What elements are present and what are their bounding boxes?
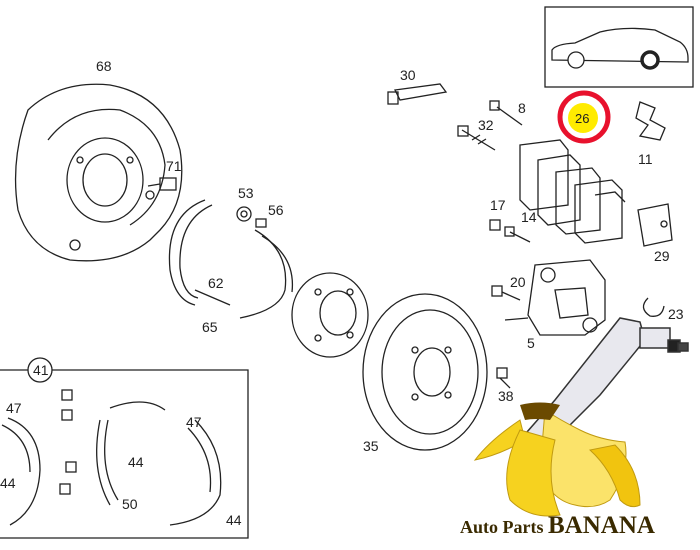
banana-logo-icon [473,402,641,517]
car-silhouette-icon [551,27,689,63]
car-thumbnail-frame [544,6,694,88]
label-23: 23 [668,306,684,322]
label-30: 30 [400,67,416,83]
car-rear-wheel-icon [640,50,660,70]
label-11: 11 [638,151,653,167]
hub-flange [291,272,369,358]
label-44-left: 44 [0,475,16,491]
label-29: 29 [654,248,670,264]
part-11-spring-clip [635,101,666,141]
label-5: 5 [527,335,535,351]
part-32-guide-pin [457,125,496,151]
label-26: 26 [575,111,589,126]
label-50: 50 [122,496,138,512]
label-41: 41 [33,362,49,378]
part-26-brake-pads [519,139,626,244]
label-38: 38 [498,388,514,404]
label-44-right: 44 [226,512,242,528]
highlight-part-26 [557,90,611,144]
label-47-left: 47 [6,400,22,416]
part-29-shim [637,203,673,247]
brand-wordmark: Auto Parts BANANA [460,512,655,539]
part-30-wear-sensor [387,83,448,105]
part-8-bolt [489,100,523,126]
car-thumbnail [544,6,694,88]
label-71: 71 [166,158,182,174]
part-41-kit-box [0,357,249,539]
label-8: 8 [518,100,526,116]
label-35: 35 [363,438,379,454]
label-20: 20 [510,274,526,290]
part-62-parking-brake-shoe [168,199,294,319]
part-14-bleeder [504,226,531,243]
label-47-right: 47 [186,414,202,430]
label-56: 56 [268,202,284,218]
label-62: 62 [208,275,224,291]
label-53: 53 [238,185,254,201]
part-71-bolt [147,177,177,191]
label-68: 68 [96,58,112,74]
part-5-caliper [504,259,606,336]
part-53-56-adjuster [236,206,267,228]
part-38-bolt [496,367,511,389]
highlight-fill [568,103,598,133]
car-front-wheel-icon [567,51,585,69]
label-32: 32 [478,117,494,133]
label-44-mid: 44 [128,454,144,470]
label-65: 65 [202,319,218,335]
part-labels: 68 71 53 56 62 65 30 8 32 26 11 17 14 29… [0,58,684,528]
part-23-circlip [642,297,665,317]
part-20-bolt [491,285,521,301]
part-17-bolt [489,219,501,231]
part-35-brake-disc [362,293,488,451]
highlight-ring [557,90,611,144]
part-68-dust-shield [14,83,183,262]
brand-name: BANANA [548,512,655,539]
label-17: 17 [490,197,506,213]
label-14: 14 [521,209,537,225]
brand-prefix: Auto Parts [460,517,548,537]
